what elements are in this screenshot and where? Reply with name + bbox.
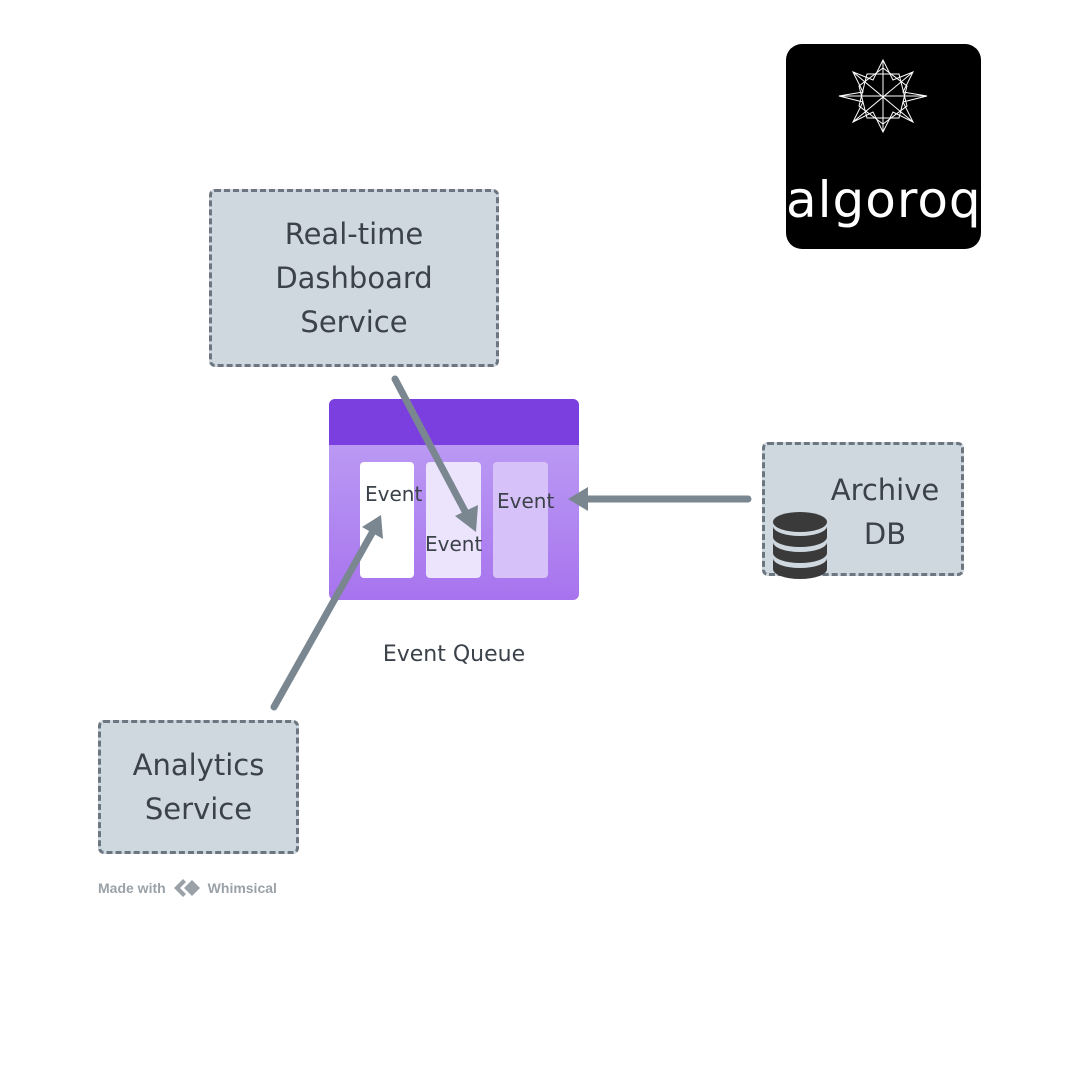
arrow-archive-to-queue	[568, 487, 752, 511]
algoroq-logo-text: algoroq	[786, 171, 982, 229]
event-item: Event	[360, 462, 422, 578]
dashboard-service-node: Real-time Dashboard Service	[209, 189, 499, 367]
made-with-whimsical: Made with Whimsical	[98, 877, 277, 899]
star-mesh-icon	[838, 59, 928, 133]
whimsical-logo-icon	[173, 879, 200, 897]
made-with-label: Made with	[98, 880, 166, 896]
event-queue: Event Event Event	[329, 399, 579, 600]
event-item-label: Event	[425, 532, 483, 556]
dashboard-service-label: Real-time Dashboard Service	[275, 217, 433, 339]
event-queue-caption: Event Queue	[382, 642, 526, 667]
event-item: Event	[425, 462, 483, 578]
analytics-service-label: Analytics Service	[132, 748, 265, 826]
analytics-service-node: Analytics Service	[98, 720, 299, 854]
database-icon	[773, 512, 827, 579]
event-item-label: Event	[365, 482, 423, 506]
archive-db-label: Archive DB	[830, 473, 940, 551]
archive-db-node: Archive DB	[762, 442, 964, 579]
algoroq-logo: algoroq	[786, 44, 981, 249]
event-item: Event	[493, 462, 554, 578]
whimsical-brand-label: Whimsical	[207, 880, 277, 896]
event-queue-header	[329, 399, 579, 445]
event-item-label: Event	[497, 489, 555, 513]
